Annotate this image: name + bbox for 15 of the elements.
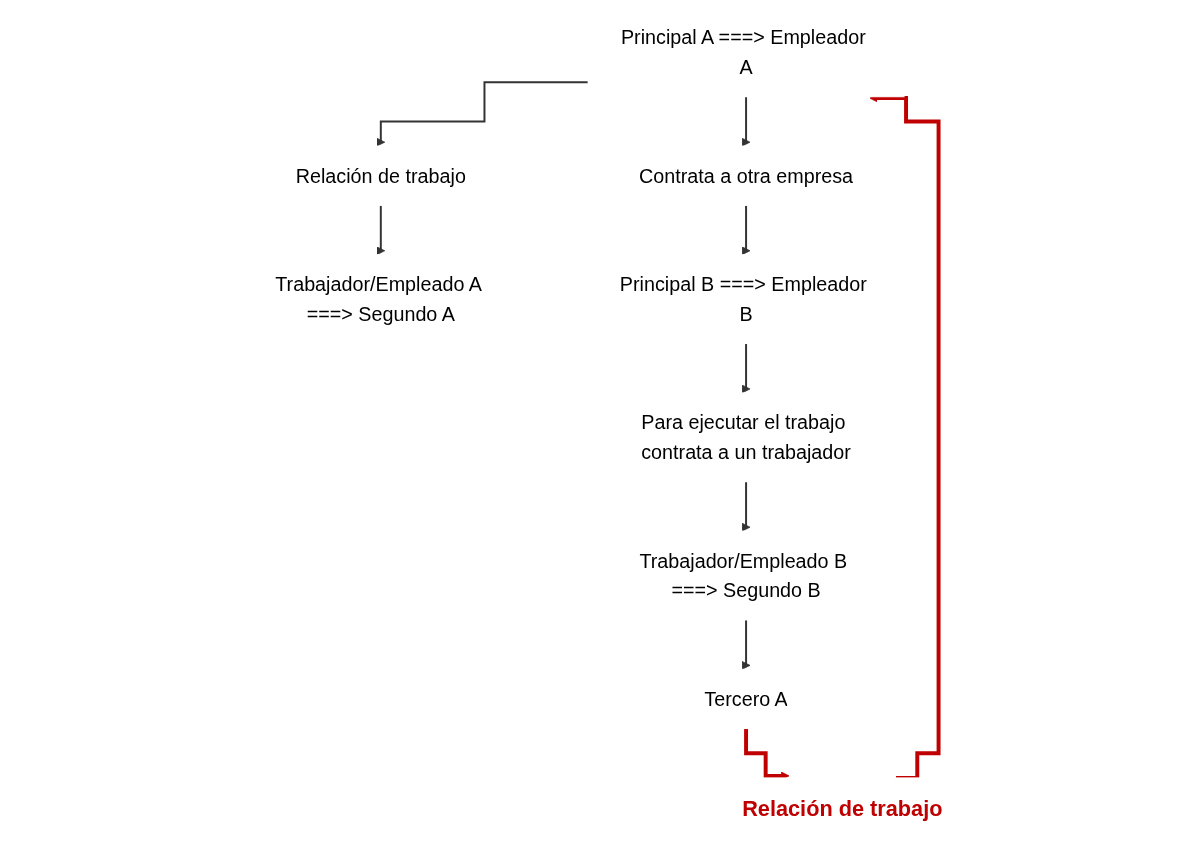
arrow	[741, 95, 751, 147]
node-text: Para ejecutar el trabajo contrata a un trabajador	[641, 411, 851, 463]
node-text: Tercero A	[704, 688, 788, 710]
arrow	[741, 204, 751, 256]
arrow	[741, 342, 751, 394]
node-text: Contrata a otra empresa	[639, 164, 854, 187]
node-text: Principal B ===> Empleador B	[619, 273, 867, 325]
node-text: Trabajador/Empleado B ===> Segundo B	[639, 549, 848, 602]
arrow	[741, 480, 751, 532]
arrow	[376, 204, 386, 256]
arrow	[376, 81, 590, 147]
node-text: Relación de trabajo	[295, 164, 466, 187]
node-text: Trabajador/Empleado A ===> Segundo A	[275, 273, 481, 325]
node-text: Principal A ===> Empleador A	[620, 26, 866, 78]
arrow	[741, 618, 751, 670]
